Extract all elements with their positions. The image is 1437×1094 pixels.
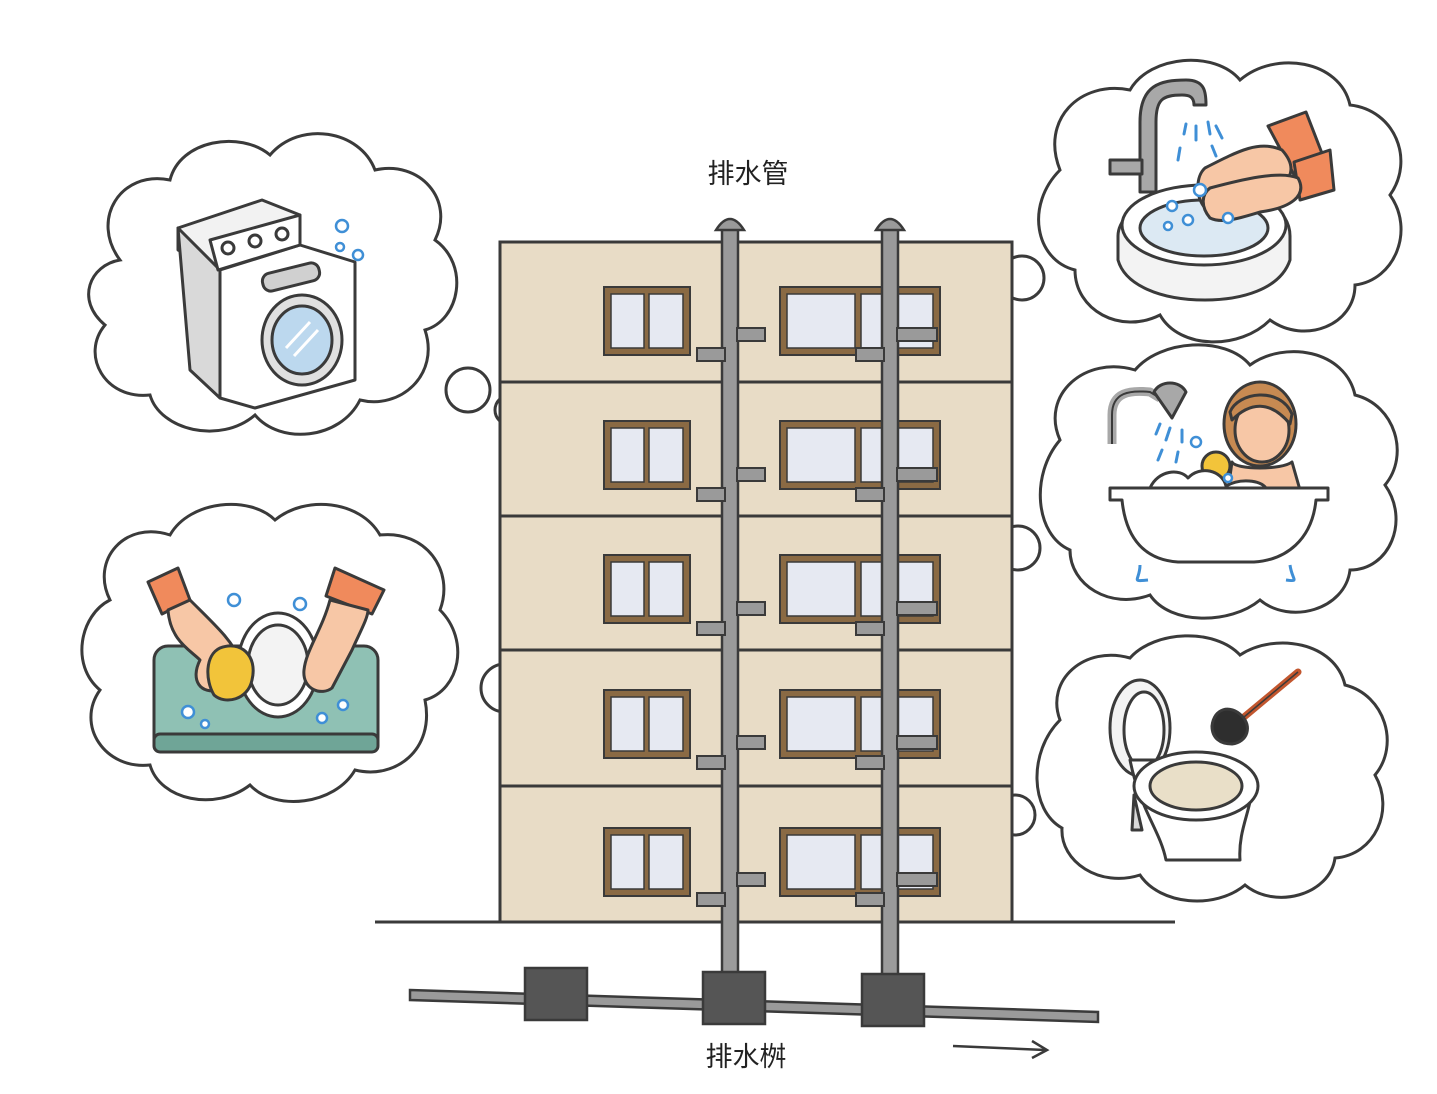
window-right-floor-5	[779, 286, 941, 356]
drain-pipe-label: 排水管	[708, 159, 789, 190]
window-left-floor-4	[603, 420, 691, 490]
window-left-floor-3	[603, 554, 691, 624]
toilet-icon	[1108, 678, 1260, 862]
flow-arrow-icon	[952, 1039, 1050, 1060]
soap-bubbles-bath	[1189, 435, 1234, 484]
drain-basin-2	[701, 970, 767, 1026]
pipe-branch-floor-1	[696, 872, 938, 907]
hand-washing-icon	[1108, 78, 1336, 302]
dish-washing-icon	[146, 566, 386, 754]
window-left-floor-1	[603, 827, 691, 897]
drain-basin-3	[860, 972, 926, 1028]
soap-bubbles-washing-machine	[334, 218, 365, 262]
water-drops-faucet	[1176, 120, 1224, 162]
pipe-branch-floor-2	[696, 735, 938, 770]
pipe-branch-floor-4	[696, 467, 938, 502]
pipe-branch-floor-5	[696, 327, 938, 362]
soap-bubbles-sink	[1162, 182, 1235, 232]
pipe-branch-floor-3	[696, 601, 938, 636]
bathtub-icon	[1107, 380, 1330, 583]
drain-basin-label: 排水桝	[706, 1042, 787, 1073]
soap-bubbles-dishes	[180, 592, 350, 730]
drain-basin-1	[523, 966, 589, 1022]
windows	[603, 286, 941, 897]
window-left-floor-2	[603, 689, 691, 759]
plunger-icon	[1210, 668, 1302, 746]
water-drops-shower	[1154, 422, 1184, 464]
window-left-floor-5	[603, 286, 691, 356]
pipe-branches	[696, 327, 938, 907]
washing-machine-icon	[176, 198, 357, 410]
